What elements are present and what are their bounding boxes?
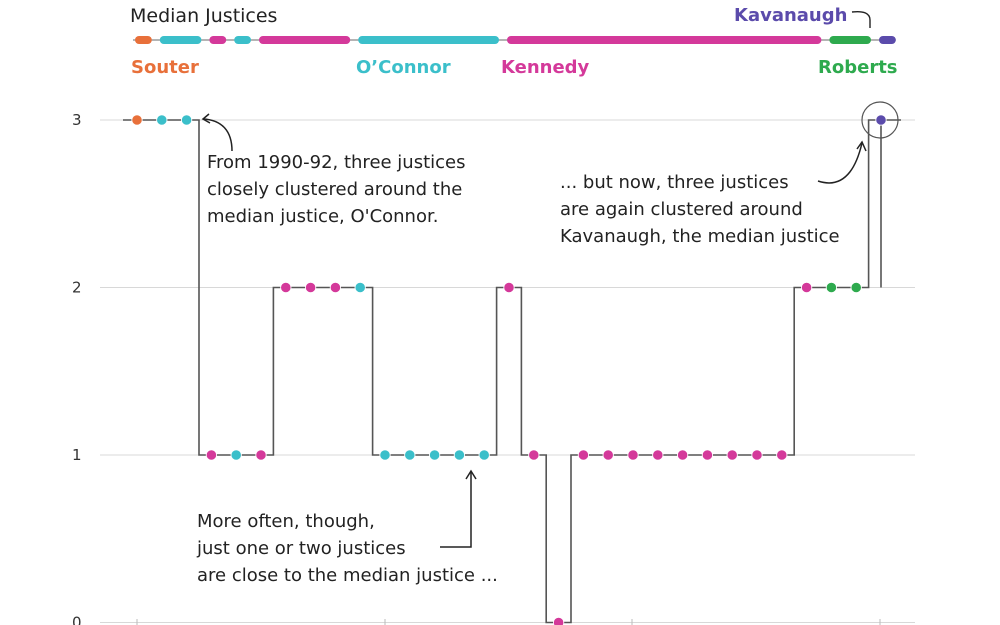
data-point-20-kennedy — [627, 449, 639, 461]
data-point-10-oconnor — [379, 449, 391, 461]
legend-segment-2-kennedy — [209, 36, 227, 44]
data-point-30-kavanaugh — [875, 114, 887, 126]
data-point-4-oconnor — [230, 449, 242, 461]
annotation-top-right-arrow — [817, 142, 863, 184]
legend-segment-4-kennedy — [259, 36, 351, 44]
data-point-27-kennedy — [800, 281, 813, 294]
data-point-5-kennedy — [255, 449, 267, 461]
data-point-26-kennedy — [776, 449, 788, 461]
data-point-0-souter — [131, 114, 143, 126]
annotation-top-left-line-2: closely clustered around the — [207, 179, 462, 200]
legend-title: Median Justices — [130, 5, 277, 27]
legend-segment-1-oconnor — [159, 36, 202, 44]
data-point-14-oconnor — [478, 449, 490, 461]
data-point-25-kennedy — [751, 449, 763, 461]
data-point-3-kennedy — [205, 449, 217, 461]
legend-kavanaugh-connector — [851, 10, 871, 28]
legend-label-oconnor: O’Connor — [356, 57, 451, 78]
annotation-top-right-line-2: are again clustered around — [560, 199, 803, 220]
y-tick-label-3: 3 — [72, 111, 82, 129]
legend-label-kennedy: Kennedy — [501, 57, 590, 78]
legend-segment-3-oconnor — [234, 36, 251, 44]
legend-segment-7-roberts — [829, 36, 871, 44]
annotation-bottom-line-3: are close to the median justice ... — [197, 565, 498, 586]
legend-label-roberts: Roberts — [818, 57, 898, 78]
legend: Median Justices Souter O’Connor Kennedy … — [130, 5, 898, 78]
annotation-bottom-arrowhead — [465, 469, 477, 480]
data-point-28-roberts — [825, 281, 838, 294]
kavanaugh-highlight-ring — [861, 101, 899, 139]
data-point-29-roberts — [850, 281, 862, 294]
annotation-bottom-arrow — [440, 472, 472, 548]
y-axis-ticks: 0 1 2 3 — [72, 111, 82, 625]
data-point-15-kennedy — [503, 281, 515, 294]
data-point-17-kennedy — [553, 616, 565, 625]
y-tick-label-2: 2 — [72, 279, 82, 297]
annotation-bottom-line-2: just one or two justices — [196, 538, 406, 559]
data-point-18-kennedy — [577, 449, 590, 461]
data-point-2-oconnor — [181, 114, 193, 126]
data-point-22-kennedy — [676, 449, 689, 461]
legend-label-kavanaugh: Kavanaugh — [734, 5, 847, 26]
data-point-7-kennedy — [304, 281, 317, 294]
annotation-top-right-line-1: ... but now, three justices — [560, 172, 789, 193]
data-point-13-oconnor — [453, 449, 465, 461]
legend-segment-6-kennedy — [507, 36, 822, 44]
data-point-23-kennedy — [701, 449, 714, 461]
annotation-top-left-arrow — [202, 118, 233, 152]
data-point-1-oconnor — [156, 114, 168, 126]
data-point-16-kennedy — [528, 449, 540, 461]
data-point-21-kennedy — [652, 449, 664, 461]
annotation-top-left-arrowhead — [201, 113, 211, 124]
annotations: From 1990-92, three justices closely clu… — [196, 101, 899, 586]
y-tick-label-1: 1 — [72, 446, 82, 464]
legend-segment-8-kavanaugh — [879, 36, 896, 44]
data-point-24-kennedy — [726, 449, 738, 461]
data-point-12-oconnor — [428, 449, 441, 461]
annotation-bottom-line-1: More often, though, — [197, 511, 375, 532]
annotation-top-right-line-3: Kavanaugh, the median justice — [560, 226, 840, 247]
data-points — [131, 114, 887, 625]
data-point-11-oconnor — [404, 449, 416, 461]
y-tick-label-0: 0 — [72, 614, 82, 625]
legend-label-souter: Souter — [131, 57, 199, 78]
annotation-top-left-line-3: median justice, O'Connor. — [207, 206, 438, 227]
annotation-top-left-line-1: From 1990-92, three justices — [207, 152, 466, 173]
data-point-19-kennedy — [602, 449, 614, 461]
legend-segment-0-souter — [135, 36, 152, 44]
annotation-top-right-arrowhead — [856, 140, 867, 152]
legend-segment-5-oconnor — [358, 36, 499, 44]
data-point-9-oconnor — [354, 281, 366, 294]
data-point-6-kennedy — [280, 281, 292, 294]
data-point-8-kennedy — [329, 281, 341, 294]
